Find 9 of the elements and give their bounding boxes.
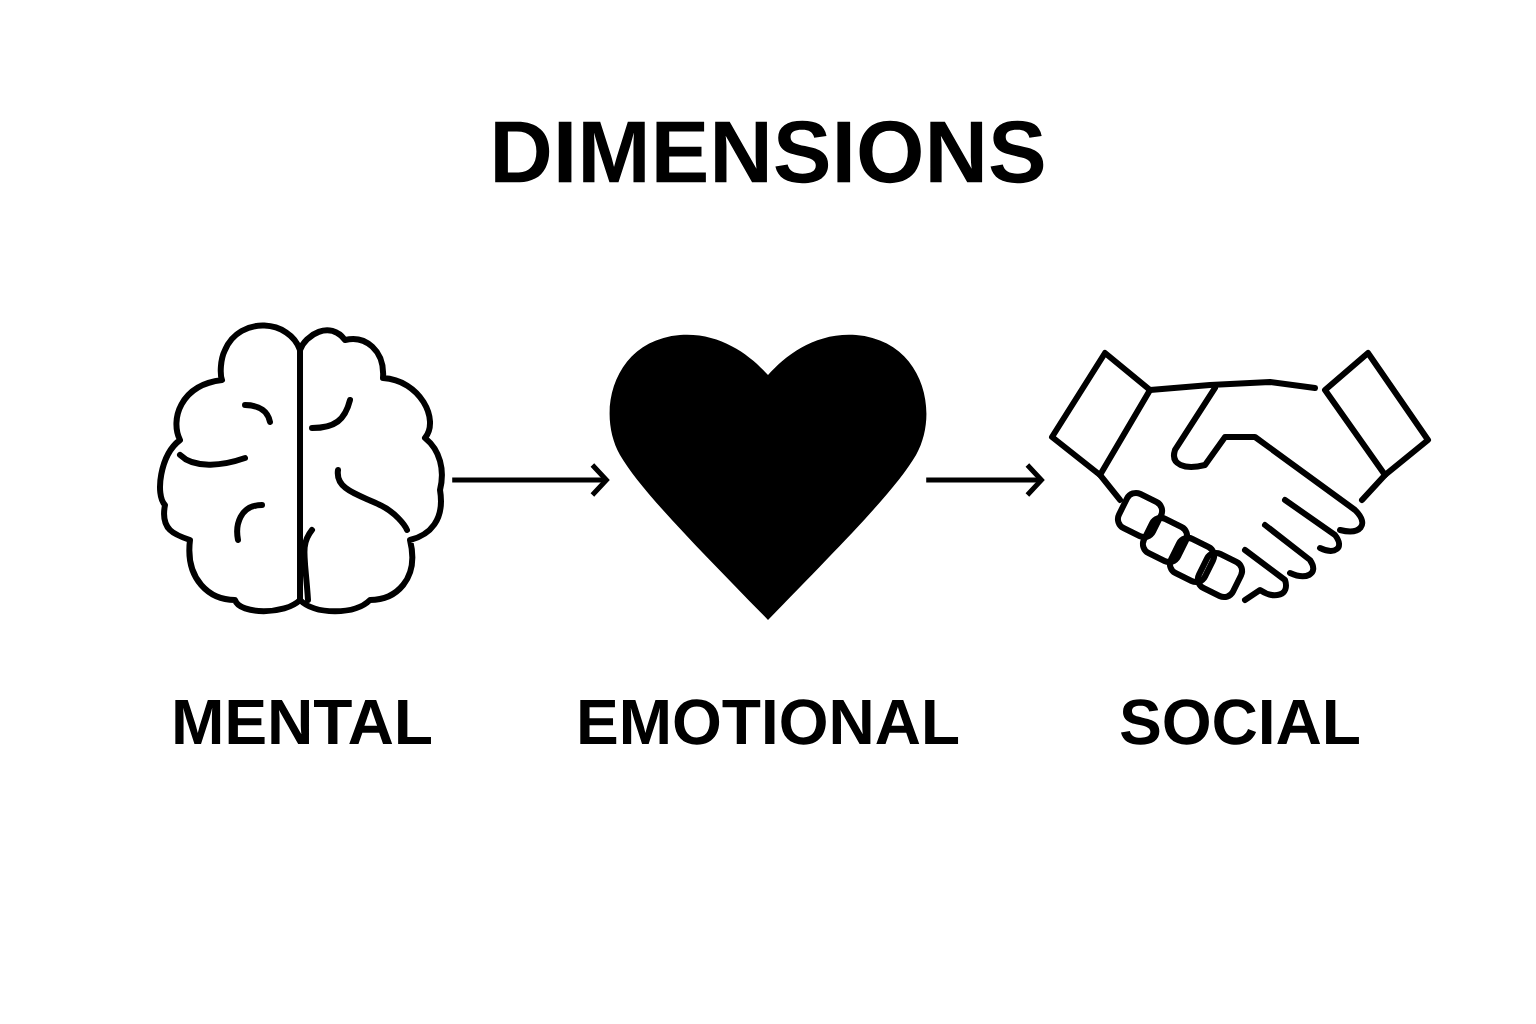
heart-drawing xyxy=(609,334,927,620)
label: MENTAL xyxy=(175,699,431,744)
handshake-drawing xyxy=(1049,350,1431,603)
label: EMOTIONAL xyxy=(580,699,959,745)
brain-drawing xyxy=(157,322,445,615)
arrow xyxy=(452,463,610,497)
title: DIMENSIONS xyxy=(495,120,1044,184)
arrow xyxy=(926,463,1045,497)
label: SOCIAL xyxy=(1120,699,1359,745)
